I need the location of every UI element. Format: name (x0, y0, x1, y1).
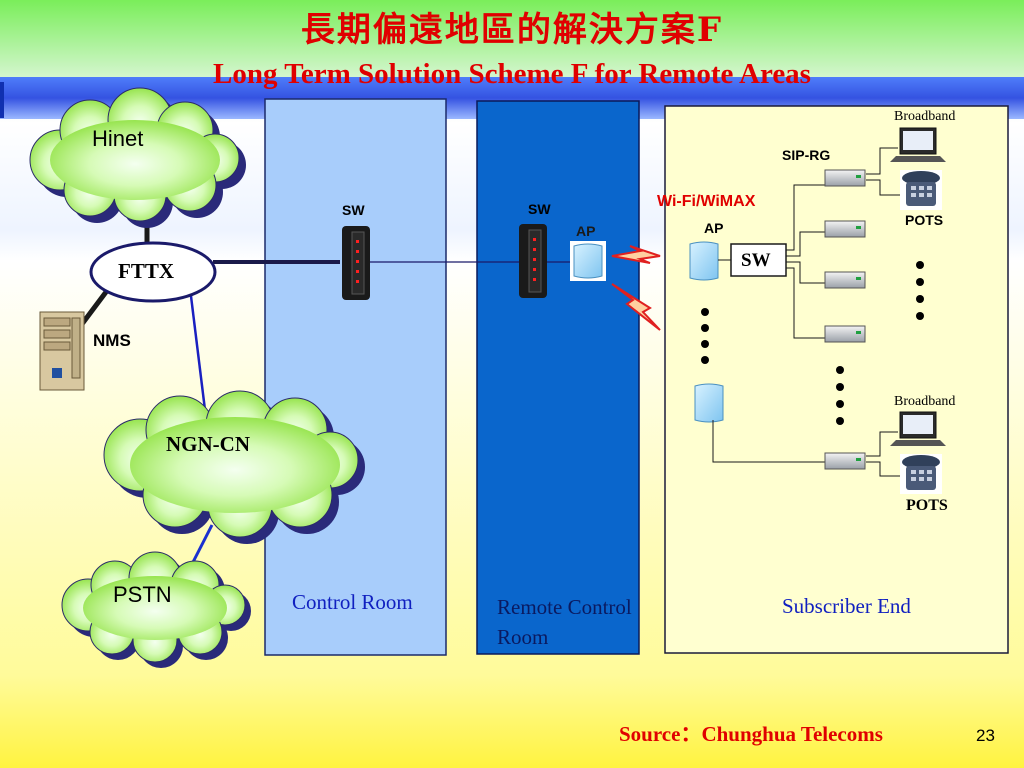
control-room-panel (264, 98, 447, 656)
rg-connectors (712, 147, 900, 477)
link-fttx-ngn (188, 287, 207, 411)
subscriber-sw-label: SW (741, 250, 771, 271)
subscriber-ap-label: AP (704, 220, 724, 236)
title-chinese: 長期偏遠地區的解決方案F (300, 10, 724, 50)
laptop-icon-top (890, 127, 946, 162)
pstn-label: PSTN (113, 582, 172, 607)
remote-control-room-label: Remote Control Room (497, 595, 632, 649)
wireless-link-icon-2 (611, 283, 661, 331)
ngn-cn-cloud (103, 390, 365, 544)
sip-rg-label: SIP-RG (782, 147, 831, 163)
wireless-link-icon (611, 245, 661, 264)
subscriber-end-panel (664, 105, 1009, 654)
page-number: 23 (976, 726, 995, 745)
phone-icon-top (900, 170, 942, 210)
title-english: Long Term Solution Scheme F for Remote A… (213, 58, 811, 90)
pots-label-bottom: POTS (906, 497, 948, 514)
control-room-switch-icon (342, 226, 370, 300)
sip-rg-device-5 (824, 452, 866, 470)
wifi-wimax-label: Wi-Fi/WiMAX (657, 193, 756, 210)
broadband-label-bottom: Broadband (894, 394, 956, 409)
sip-rg-device-4 (824, 325, 866, 343)
subscriber-ap-icon-2 (694, 383, 724, 423)
sip-rg-device-2 (824, 220, 866, 238)
remote-ap-label: AP (576, 223, 596, 239)
broadband-label-top: Broadband (894, 109, 956, 124)
fttx-node (89, 241, 217, 303)
nms-label: NMS (93, 331, 131, 350)
remote-control-room-panel (476, 100, 640, 655)
control-sw-label: SW (342, 202, 365, 218)
pstn-cloud (61, 551, 251, 668)
nms-server-icon (39, 311, 85, 391)
hinet-label: Hinet (92, 126, 144, 151)
ngn-cn-label: NGN-CN (166, 432, 250, 456)
subscriber-switch-box (730, 243, 787, 277)
subscriber-ap-icon (689, 241, 719, 281)
sip-rg-device-3 (824, 271, 866, 289)
rg-ellipsis-dots (836, 366, 844, 425)
pots-label-top: POTS (905, 212, 944, 228)
remote-room-switch-icon (519, 224, 547, 298)
fttx-label: FTTX (118, 259, 175, 283)
hinet-cloud (29, 87, 246, 228)
phone-icon-bottom (900, 454, 942, 494)
control-room-label: Control Room (292, 590, 413, 614)
subscriber-end-label: Subscriber End (782, 594, 911, 618)
laptop-icon-bottom (890, 411, 946, 446)
source-credit: Source：Chunghua Telecoms (619, 722, 883, 746)
sip-rg-device-1 (824, 169, 866, 187)
pots-ellipsis-dots (916, 261, 924, 320)
remote-sw-label: SW (528, 201, 551, 217)
remote-ap-icon (570, 241, 606, 281)
ap-ellipsis-dots (701, 308, 709, 364)
